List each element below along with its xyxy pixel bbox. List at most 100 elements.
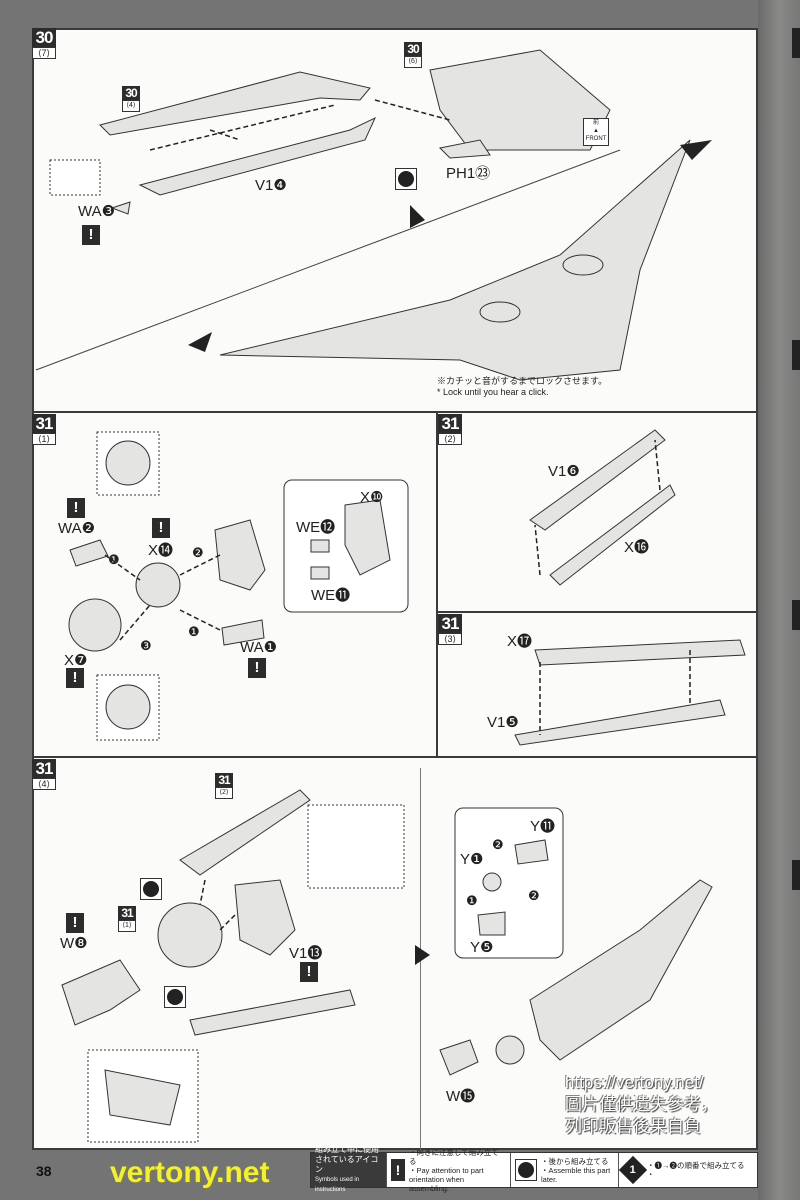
step-diagonal-divider <box>35 149 621 371</box>
edge-tab <box>792 860 800 890</box>
ref-badge-31-1: 31⟨1⟩ <box>118 906 136 932</box>
ref-badge-30-4: 30⟨4⟩ <box>122 86 140 112</box>
order-mark: ❶ <box>108 552 120 567</box>
order-mark: ❸ <box>140 638 152 653</box>
v16-part <box>529 429 666 531</box>
legend-en: ・ <box>647 1170 655 1179</box>
part-label-we12: WE⓬ <box>296 519 336 536</box>
part-label-ph1: PH1㉓ <box>446 165 491 182</box>
x14-back-view <box>105 440 151 486</box>
front-jp: 前 <box>592 120 599 126</box>
chest-block <box>495 1035 525 1065</box>
assembled-wing <box>219 139 691 381</box>
part-label-x10: X❿ <box>360 489 384 506</box>
legend-item: 1・❶→❷の順番で組み立てる・ <box>618 1153 757 1187</box>
divider <box>32 411 758 413</box>
y1-part <box>482 872 502 892</box>
part-label-wa2: WA❷ <box>58 520 96 537</box>
order-mark: ❷ <box>192 545 204 560</box>
step-number: 30 <box>122 86 140 100</box>
orientation-warning-icon: ! <box>66 668 84 688</box>
assemble-later-icon <box>395 168 417 190</box>
part-label-x14: X⓮ <box>148 542 174 559</box>
note-jp: ※カチッと音がするまでロックさせます。 <box>437 376 608 386</box>
legend-jp: ・後から組み立てる <box>541 1156 609 1166</box>
legend-title-jp: 組み立て中に使用されているアイコン <box>315 1145 379 1174</box>
x7-back-view <box>105 684 151 730</box>
watermark-site: vertony.net <box>110 1156 270 1189</box>
step-badge-30-7: 30⟨7⟩ <box>32 28 56 59</box>
orientation-warning-icon: ! <box>67 498 85 518</box>
final-assembly <box>529 879 713 1061</box>
part-label-wa1: WA❶ <box>240 639 278 656</box>
orientation-warning-icon: ! <box>82 225 100 245</box>
x-part <box>214 519 266 591</box>
substep-number: ⟨6⟩ <box>404 56 422 68</box>
orientation-warning-icon: ! <box>300 962 318 982</box>
watermark-text: https://vertony.net/圖片僅供遺失參考，列印販售後果自負 <box>565 1072 718 1138</box>
orientation-warning-icon: ! <box>152 518 170 538</box>
legend-en: ・Assemble this part later. <box>541 1165 611 1184</box>
order-mark: ❷ <box>492 837 504 852</box>
wa3-part <box>110 201 131 215</box>
w8-part <box>61 959 141 1026</box>
w8-inner-view <box>104 1069 181 1126</box>
x14-part <box>135 562 181 608</box>
part-label-v16: V1❻ <box>548 463 580 480</box>
part-label-w8: W❽ <box>60 935 88 952</box>
x10-part <box>344 499 391 576</box>
watermark-line1: 圖片僅供遺失參考， <box>565 1095 718 1114</box>
lock-point <box>562 254 604 276</box>
substep-number: ⟨2⟩ <box>215 787 233 799</box>
part-label-y1: Y❶ <box>460 851 484 868</box>
lock-note: ※カチッと音がするまでロックさせます。* Lock until you hear… <box>437 376 607 398</box>
order-diamond-icon: 1 <box>618 1155 648 1185</box>
w15-part <box>439 1039 479 1076</box>
step-number: 31 <box>32 414 56 433</box>
part-label-w15: W⓯ <box>446 1088 476 1105</box>
edge-tab <box>792 340 800 370</box>
x7-part <box>68 598 122 652</box>
step-number: 30 <box>32 28 56 47</box>
we12-part <box>310 539 330 553</box>
step-number: 31 <box>215 773 233 787</box>
divider <box>437 611 758 613</box>
wa1-part <box>221 619 265 646</box>
order-mark: ❷ <box>528 888 540 903</box>
part-label-y11: Y⓫ <box>530 818 556 835</box>
v16-assembly <box>179 789 311 876</box>
substep-number: ⟨4⟩ <box>32 778 56 790</box>
part-label-v15: V1❺ <box>487 714 519 731</box>
step-badge-31-4: 31⟨4⟩ <box>32 759 56 790</box>
v15-part <box>514 699 726 746</box>
wa2-part <box>69 539 109 567</box>
part-label-x7: X❼ <box>64 652 88 669</box>
x17-part <box>534 639 746 666</box>
front-direction-icon: 前▲FRONT <box>583 118 609 146</box>
exclamation-icon: ! <box>391 1159 405 1181</box>
step-badge-31-2: 31⟨2⟩ <box>438 414 462 445</box>
step-number: 31 <box>438 614 462 633</box>
substep-number: ⟨1⟩ <box>118 920 136 932</box>
step-number: 31 <box>438 414 462 433</box>
wing-part-v1 <box>138 116 377 196</box>
x17-assembly <box>189 989 356 1036</box>
part-label-v1: V1❹ <box>255 177 287 194</box>
substep-number: ⟨4⟩ <box>122 100 140 112</box>
step-badge-31-1: 31⟨1⟩ <box>32 414 56 445</box>
wing-part <box>99 71 371 136</box>
we11-part <box>310 566 330 580</box>
substep-number: ⟨7⟩ <box>32 47 56 59</box>
substep-number: ⟨3⟩ <box>438 633 462 645</box>
edge-tab <box>792 28 800 58</box>
y11-part <box>514 839 549 865</box>
part-label-x17: X⓱ <box>507 633 533 650</box>
watermark-line2: 列印販售後果自負 <box>565 1117 701 1136</box>
detail-box <box>307 804 405 889</box>
orientation-warning-icon: ! <box>248 658 266 678</box>
ref-badge-30-6: 30⟨6⟩ <box>404 42 422 68</box>
legend-item: ・後から組み立てる・Assemble this part later. <box>511 1153 619 1187</box>
lock-point <box>479 301 521 323</box>
